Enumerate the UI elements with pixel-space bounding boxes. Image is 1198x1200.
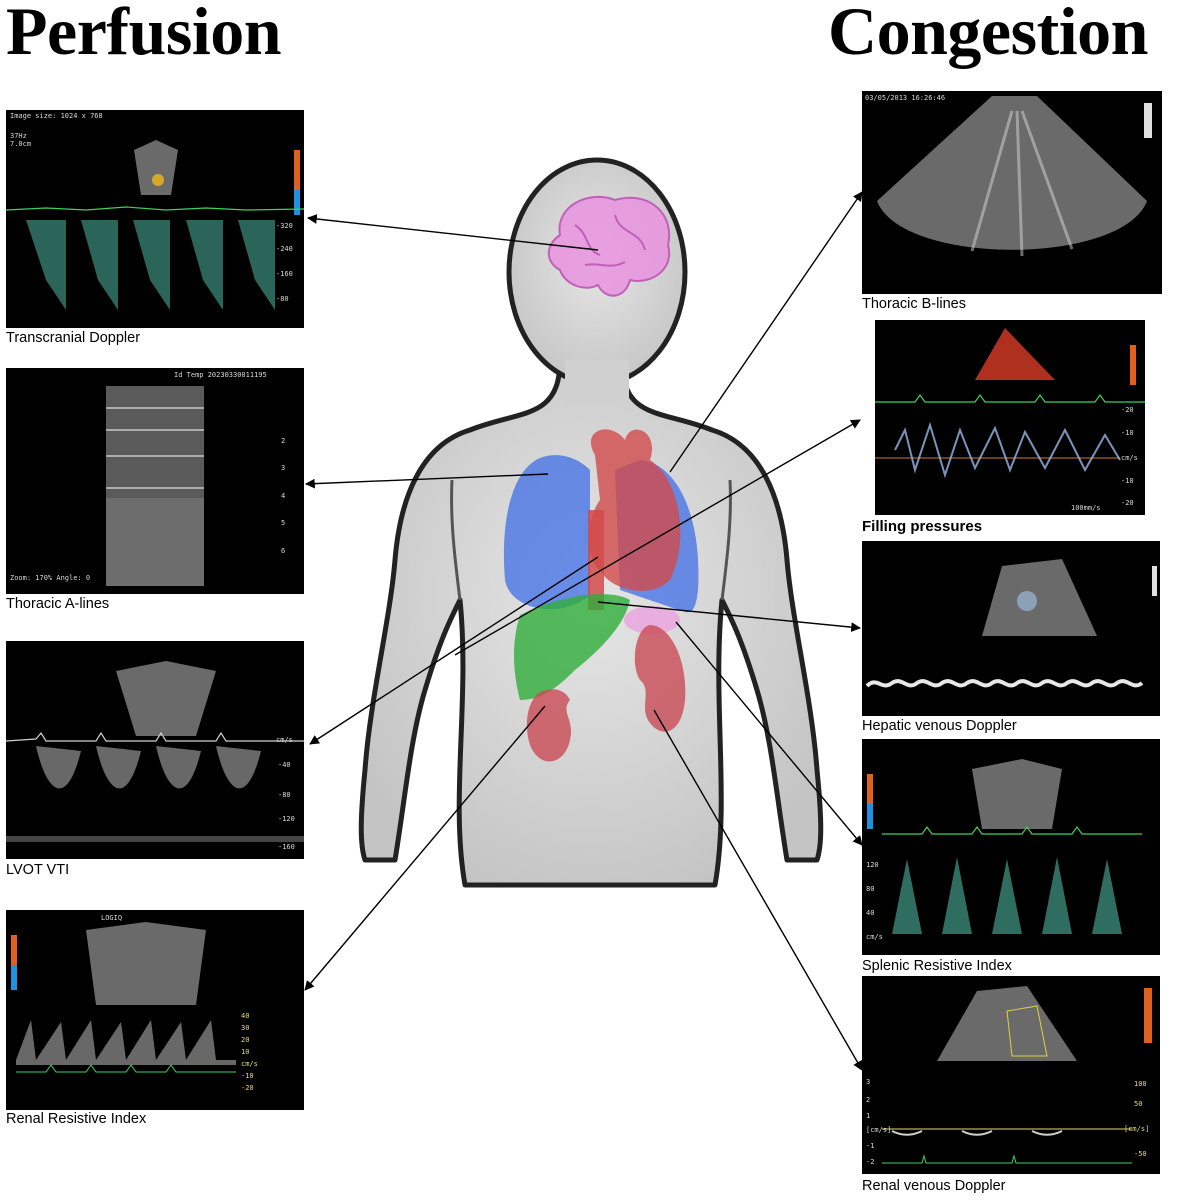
arrow-lung-alines [305,473,549,489]
rvd-panel: 100 50 [cm/s] -50 3 2 1 [cm/s] -1 -2 [862,976,1160,1174]
tcd-scale-1: -240 [276,245,293,253]
alines-panel: Id Temp 20230330011195 2 3 4 5 6 Zoom: 1… [6,368,304,594]
filling-scale-3: -10 [1121,477,1134,485]
blines-panel: 03/05/2013 16:26:46 [862,91,1162,294]
tcd-depth: 7.0cm [10,140,31,148]
rri-scale-2: 20 [241,1036,249,1044]
hepatic-panel [862,541,1160,716]
tcd-header: Image size: 1024 x 768 [10,112,103,120]
rvd-left-1: 2 [866,1096,870,1104]
sri-scale-0: 120 [866,861,879,869]
sri-scale-3: cm/s [866,933,883,941]
arrow-heart-lvot [309,556,599,745]
sri-panel: 120 80 40 cm/s [862,739,1160,955]
lvot-scale-0: cm/s [276,736,293,744]
rvd-left-5: -2 [866,1158,874,1166]
arrow-kidney-rri [304,705,546,991]
aline-scale-4: 6 [281,547,285,555]
rvd-scale-1: 50 [1134,1100,1142,1108]
kidneys [526,625,686,762]
rri-scale-1: 30 [241,1024,249,1032]
sri-scale-1: 80 [866,885,874,893]
aline-scale-2: 4 [281,492,285,500]
aline-scale-3: 5 [281,519,285,527]
rri-panel: LOGIQ 40 30 20 10 cm/s -10 -20 [6,910,304,1110]
congestion-heading: Congestion [828,0,1148,69]
arrow-kidney-rvd [653,709,863,1071]
brain [547,195,671,297]
heart [588,429,681,610]
filling-panel: -20 -10 cm/s -10 -20 100mm/s [875,320,1145,515]
alines-caption: Thoracic A-lines [6,596,110,612]
rri-scale-5: -10 [241,1072,254,1080]
aline-scale-0: 2 [281,437,285,445]
arrow-liver-hepatic [597,601,861,633]
aline-scale-1: 3 [281,464,285,472]
filling-scale-4: -20 [1121,499,1134,507]
lvot-scale-3: -120 [278,815,295,823]
tcd-caption: Transcranial Doppler [6,330,141,346]
rri-scale-4: cm/s [241,1060,258,1068]
arrow-brain-tcd [307,214,599,251]
lvot-scale-1: -40 [278,761,291,769]
tcd-scale-2: -160 [276,270,293,278]
rvd-scale-0: 100 [1134,1080,1147,1088]
tcd-freq: 37Hz [10,132,27,140]
rvd-left-2: 1 [866,1112,870,1120]
hepatic-caption: Hepatic venous Doppler [862,718,1017,734]
arrow-spleen-sri [675,621,863,846]
bline-date: 03/05/2013 16:26:46 [865,94,945,102]
rvd-scale-2: [cm/s] [1124,1125,1149,1133]
tcd-scale-3: -80 [276,295,289,303]
sri-caption: Splenic Resistive Index [862,958,1012,974]
tcd-panel: Image size: 1024 x 768 37Hz 7.0cm -320 -… [6,110,304,328]
sri-scale-2: 40 [866,909,874,917]
rri-scale-3: 10 [241,1048,249,1056]
lvot-scale-4: -160 [278,843,295,851]
filling-scale-1: -10 [1121,429,1134,437]
filling-caption: Filling pressures [862,518,983,535]
arrow-lung-blines [669,191,863,473]
blines-caption: Thoracic B-lines [862,296,966,312]
perfusion-arrows [304,214,599,991]
aline-header: Id Temp 20230330011195 [174,371,267,379]
lvot-scale-2: -80 [278,791,291,799]
lvot-caption: LVOT VTI [6,862,70,878]
congestion-arrows [454,191,863,1071]
filling-scale-0: -20 [1121,406,1134,414]
arrow-heart-filling [454,419,861,656]
aline-footer: Zoom: 170% Angle: 0 [10,574,90,582]
rri-scale-6: -20 [241,1084,254,1092]
rvd-left-3: [cm/s] [866,1126,891,1134]
rvd-caption: Renal venous Doppler [862,1178,1006,1194]
filling-speed: 100mm/s [1071,504,1101,512]
rvd-left-0: 3 [866,1078,870,1086]
rri-caption: Renal Resistive Index [6,1111,147,1127]
spleen [624,606,680,634]
rri-logo: LOGIQ [101,914,122,922]
lvot-panel: cm/s -40 -80 -120 -160 [6,641,304,859]
rri-scale-0: 40 [241,1012,249,1020]
tcd-scale-0: -320 [276,222,293,230]
perfusion-heading: Perfusion [6,0,282,69]
rvd-left-4: -1 [866,1142,874,1150]
rvd-scale-3: -50 [1134,1150,1147,1158]
liver [514,594,630,700]
filling-scale-2: cm/s [1121,454,1138,462]
